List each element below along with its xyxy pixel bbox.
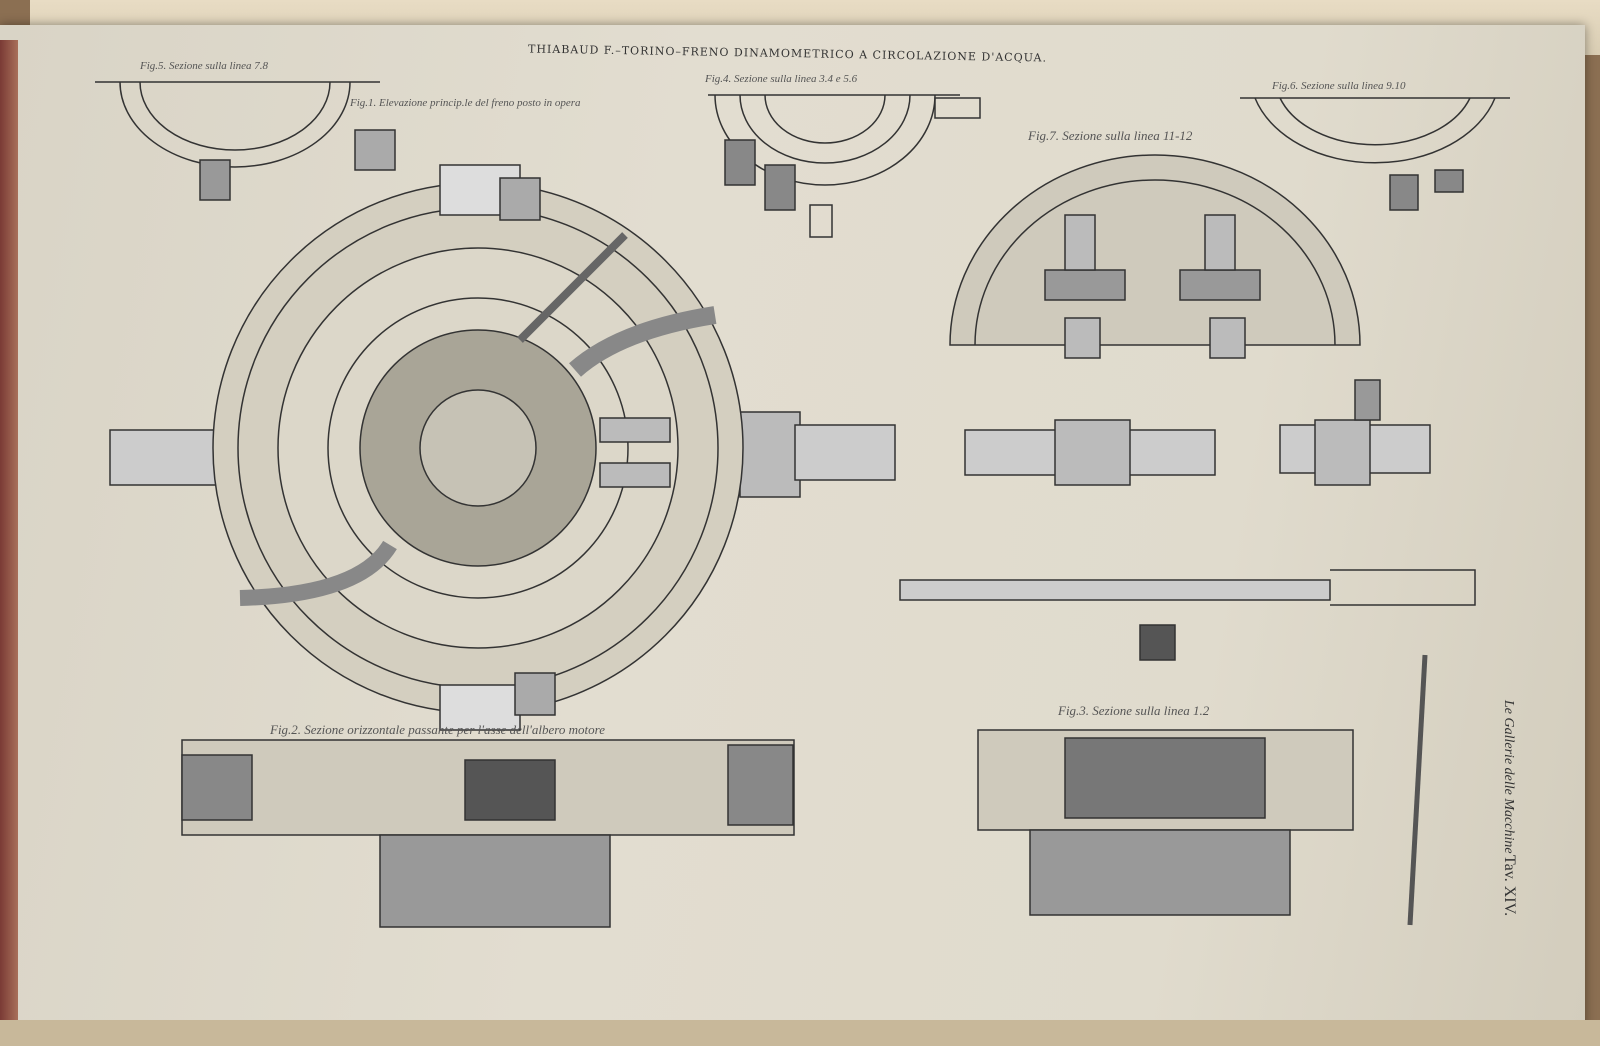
fig1-elevation xyxy=(109,129,896,731)
fig7-section xyxy=(949,154,1361,359)
book-binding xyxy=(0,40,18,1040)
fig7-caption: Fig.7. Sezione sulla linea 11-12 xyxy=(1028,128,1193,143)
fig4-section xyxy=(708,94,981,238)
fig6-caption: Fig.6. Sezione sulla linea 9.10 xyxy=(1272,80,1406,92)
fig3-section xyxy=(977,729,1354,916)
fig6-section xyxy=(1240,97,1510,211)
plate-number: Tav. XIV. xyxy=(1501,855,1518,917)
fig1-caption: Fig.1. Elevazione princip.le del freno p… xyxy=(350,97,581,109)
fig2-section xyxy=(181,739,795,928)
shaft-coupling-details xyxy=(899,379,1476,926)
fig5-section xyxy=(95,81,380,201)
fig4-caption: Fig.4. Sezione sulla linea 3.4 e 5.6 xyxy=(705,73,858,85)
publication-name: Le Gallerie delle Macchine xyxy=(1501,700,1516,854)
book-bottom-edge xyxy=(0,1020,1600,1046)
fig3-caption: Fig.3. Sezione sulla linea 1.2 xyxy=(1058,703,1210,718)
fig2-caption: Fig.2. Sezione orizzontale passante per … xyxy=(270,722,605,737)
fig5-caption: Fig.5. Sezione sulla linea 7.8 xyxy=(140,60,269,72)
